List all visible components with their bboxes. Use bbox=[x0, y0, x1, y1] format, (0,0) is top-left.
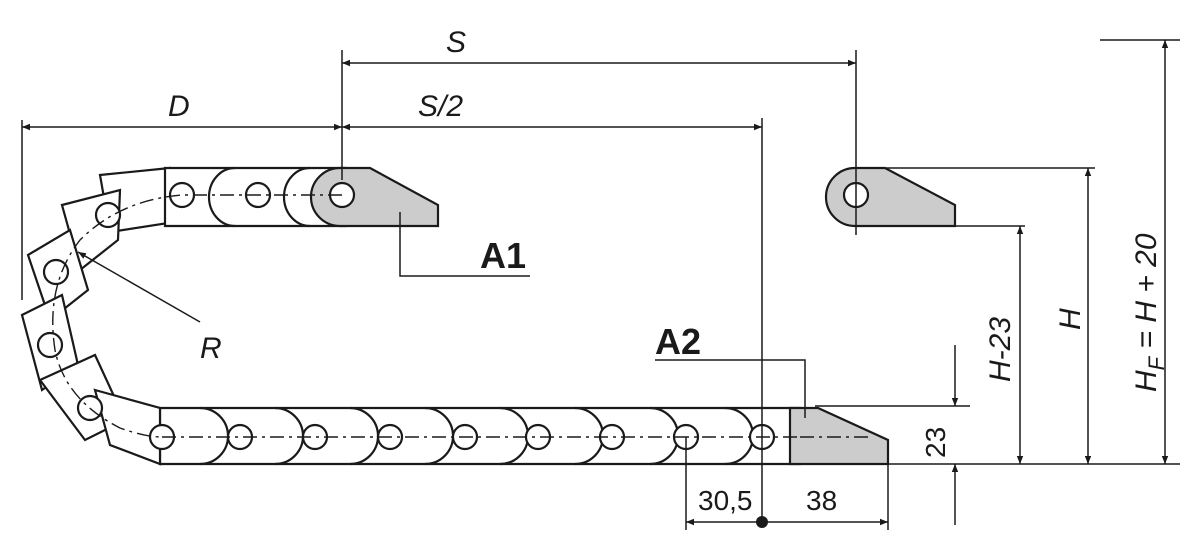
label-hf-main: H bbox=[1130, 370, 1163, 392]
label-h: H bbox=[1054, 308, 1087, 330]
dimension-lines bbox=[21, 39, 1180, 530]
label-r: R bbox=[200, 332, 222, 365]
label-hf-sub: F bbox=[1144, 355, 1169, 370]
label-a1: A1 bbox=[480, 235, 526, 276]
chain-group bbox=[20, 166, 957, 466]
label-h-minus-23: H-23 bbox=[984, 317, 1017, 382]
label-38: 38 bbox=[806, 485, 837, 516]
bottom-run-plate bbox=[158, 406, 802, 466]
label-d: D bbox=[168, 90, 190, 123]
top-run-links bbox=[207, 166, 311, 228]
a2-bracket bbox=[788, 406, 890, 466]
center-lines bbox=[52, 194, 800, 438]
label-hf-rest: = H + 20 bbox=[1130, 233, 1163, 357]
label-30-5: 30,5 bbox=[698, 485, 753, 516]
label-hf: HF = H + 20 bbox=[1130, 233, 1169, 392]
label-s: S bbox=[446, 26, 466, 59]
origin-dot bbox=[756, 516, 768, 528]
label-s-half: S/2 bbox=[418, 90, 463, 123]
label-a2: A2 bbox=[655, 321, 701, 362]
label-23: 23 bbox=[920, 427, 951, 458]
